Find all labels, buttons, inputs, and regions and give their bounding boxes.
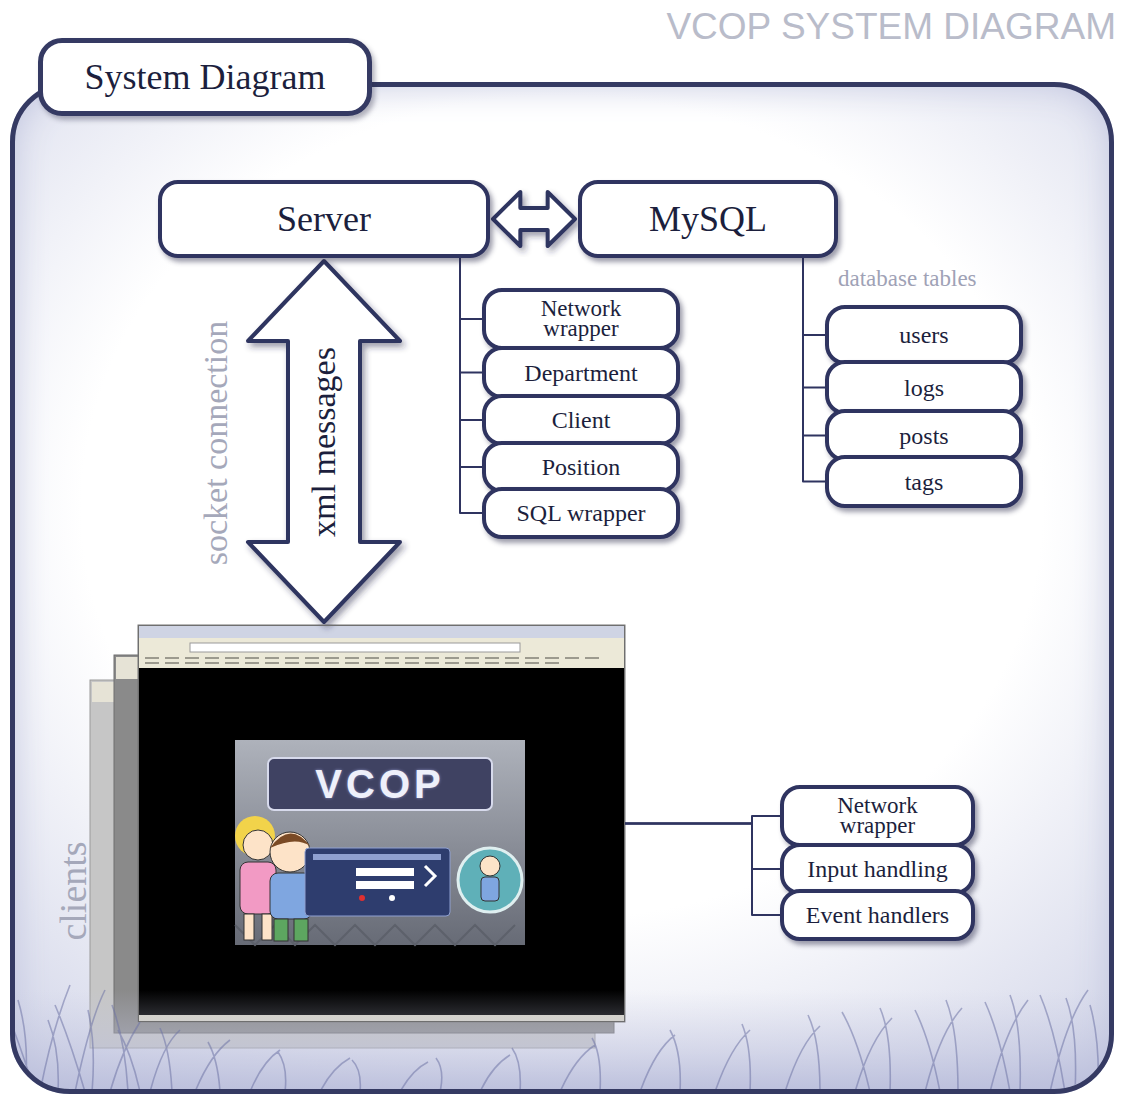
- tree-connector: [625, 816, 780, 824]
- module-box: Position: [482, 441, 680, 493]
- avatar-face: [480, 856, 500, 876]
- grass-blades: [15, 985, 1098, 1089]
- database-box: MySQL: [578, 180, 838, 258]
- connection-label: socket connection: [197, 321, 235, 566]
- title-bar: [139, 626, 624, 638]
- tree-connector: [460, 258, 482, 420]
- box-label: MySQL: [649, 201, 767, 237]
- logo-text: VCOP: [268, 758, 492, 810]
- login-field: [356, 881, 414, 889]
- box-label: posts: [899, 424, 948, 448]
- box-label: logs: [904, 376, 944, 400]
- module-box: Department: [482, 346, 680, 399]
- tree-connector: [803, 258, 825, 388]
- avatar-body: [481, 877, 499, 901]
- module-box: SQL wrapper: [482, 487, 680, 539]
- system-frame: System DiagramServerMySQLNetwork wrapper…: [10, 82, 1114, 1094]
- boy-leg: [294, 919, 308, 941]
- table-box: tags: [825, 455, 1023, 508]
- login-screen: [235, 740, 525, 945]
- box-label: tags: [905, 470, 944, 494]
- girl-leg: [244, 914, 254, 940]
- side-heading: clients: [54, 841, 92, 940]
- girl-face: [243, 830, 273, 860]
- section-label: database tables: [838, 266, 977, 292]
- box-label: Network wrapper: [522, 299, 640, 339]
- tree-connector: [803, 258, 825, 335]
- module-box: Network wrapper: [780, 785, 975, 847]
- box-label: Department: [524, 361, 637, 385]
- tree-connector: [803, 258, 825, 436]
- logo-bar: [268, 758, 492, 810]
- address-bar: [190, 643, 520, 652]
- module-box: Client: [482, 394, 680, 446]
- box-label: users: [899, 323, 948, 347]
- message-arrow: [493, 192, 575, 246]
- box-label: Position: [542, 455, 621, 479]
- login-panel: [235, 740, 525, 945]
- tree-connector: [460, 258, 482, 373]
- edge-label: xml messages: [307, 345, 341, 539]
- frame-tab: System Diagram: [38, 38, 372, 116]
- toolbar: [139, 638, 624, 668]
- radio-button: [389, 895, 395, 901]
- browser-stack: [90, 625, 625, 1048]
- client-screenshot: clients: [138, 625, 625, 1022]
- login-field: [356, 868, 414, 876]
- girl-leg: [262, 914, 272, 940]
- box-label: Network wrapper: [819, 796, 937, 836]
- grass: [15, 985, 1109, 1089]
- table-box: logs: [825, 360, 1023, 415]
- front-window: [138, 625, 625, 1022]
- login-heading: [313, 854, 441, 860]
- box-label: Server: [277, 201, 371, 237]
- page-title: VCOP SYSTEM DIAGRAM: [666, 6, 1116, 48]
- module-box: Network wrapper: [482, 288, 680, 350]
- grass-fog: [15, 990, 1109, 1089]
- frame-heading: System Diagram: [85, 59, 326, 95]
- tree-connector: [803, 258, 825, 482]
- box-label: Client: [552, 408, 611, 432]
- go-arrow: [425, 866, 435, 886]
- box-label: Input handling: [807, 857, 948, 881]
- tree-connector: [460, 258, 482, 467]
- tree-connector: [460, 258, 482, 513]
- module-box: Input handling: [780, 843, 975, 895]
- box-label: SQL wrapper: [516, 501, 645, 525]
- tree-connector: [625, 824, 780, 916]
- tree-connector: [460, 258, 482, 319]
- boy-face: [270, 832, 310, 872]
- boy-hair: [270, 833, 310, 848]
- avatar-badge: [458, 848, 522, 912]
- boy-leg: [274, 919, 288, 941]
- radio-button: [359, 895, 365, 901]
- message-arrow: [248, 261, 400, 622]
- server-box: Server: [158, 180, 490, 258]
- table-box: users: [825, 305, 1023, 365]
- login-box: [305, 848, 450, 916]
- bookmark-row: [145, 658, 600, 663]
- box-label: Event handlers: [806, 903, 949, 927]
- module-box: Event handlers: [780, 889, 975, 941]
- tree-connector: [625, 824, 780, 870]
